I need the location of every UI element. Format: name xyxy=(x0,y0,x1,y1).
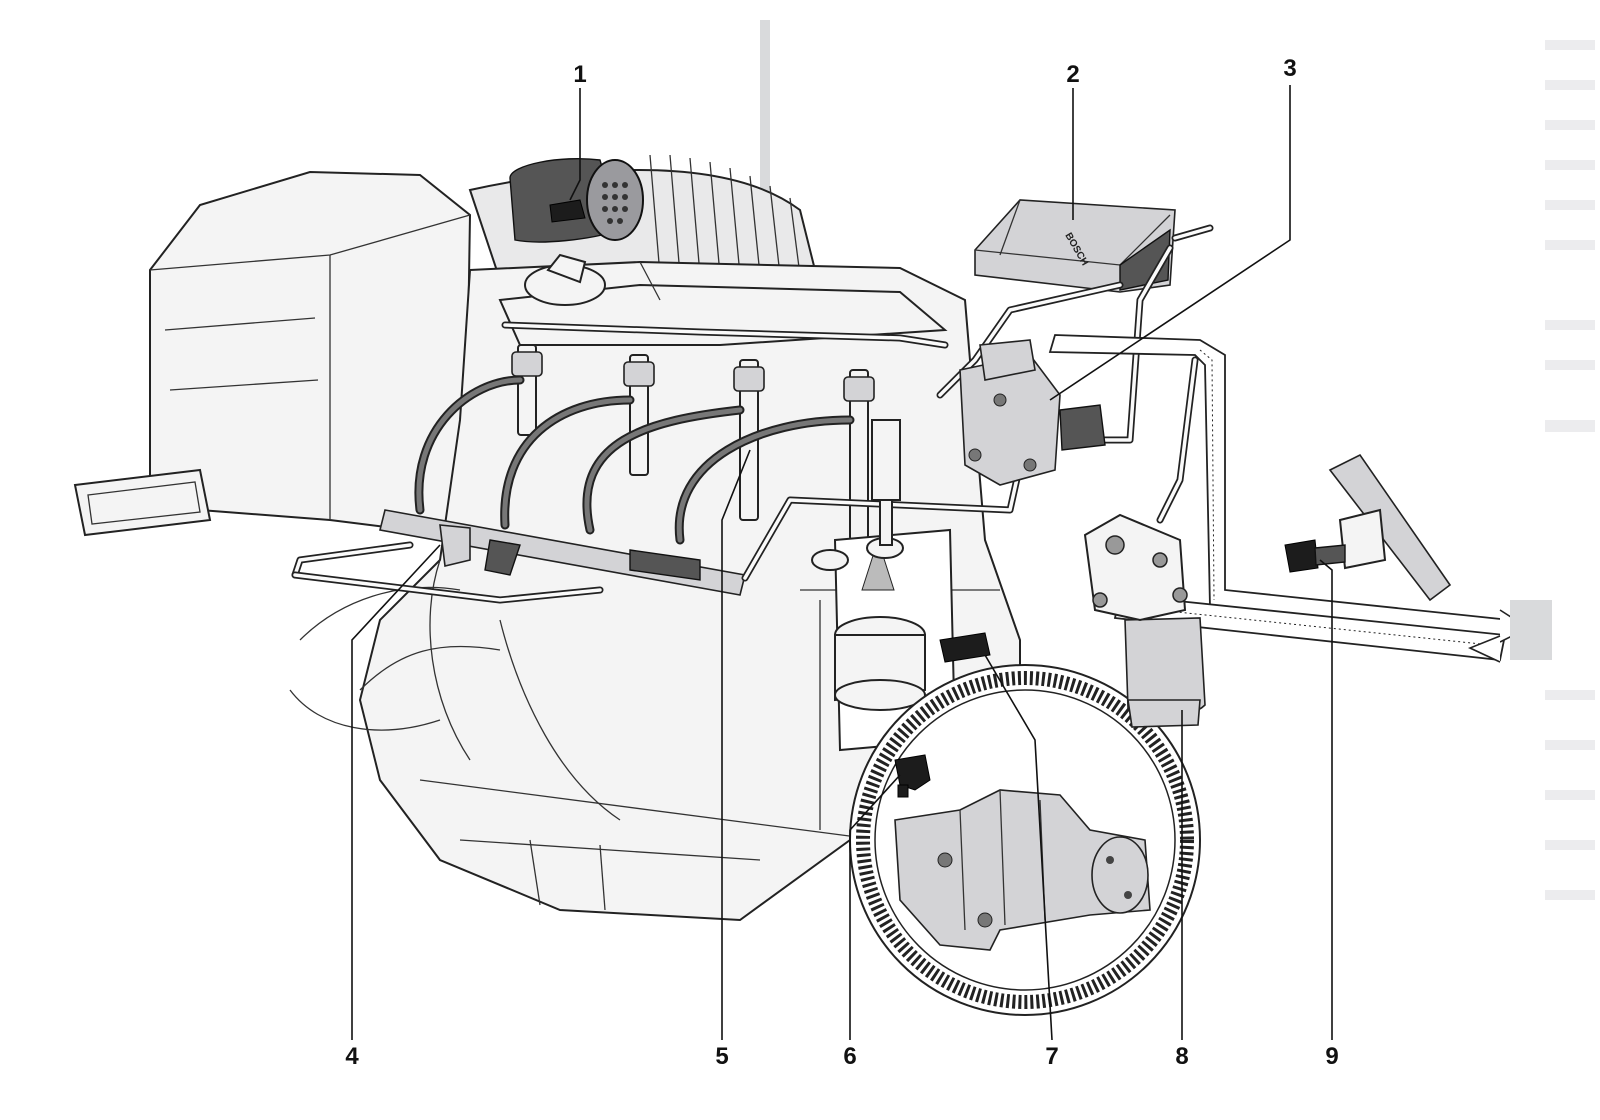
fuel-rail xyxy=(379,509,746,596)
callout-1: 1 xyxy=(573,61,586,88)
high-pressure-pump xyxy=(959,339,1106,486)
callout-4: 4 xyxy=(345,1043,359,1070)
air-mass-meter xyxy=(509,157,644,243)
leader-5 xyxy=(721,449,751,1040)
fuel-filter xyxy=(1083,356,1206,728)
engine-control-unit: BOSCH xyxy=(974,199,1176,293)
flow-arrow-in xyxy=(1467,635,1501,663)
fuel-tank-lines xyxy=(1048,334,1552,663)
fuel-return-line xyxy=(501,321,949,349)
crankshaft-speed-sensor xyxy=(894,754,931,798)
callout-5: 5 xyxy=(715,1043,728,1070)
leader-1 xyxy=(569,88,581,201)
injector xyxy=(623,354,655,476)
callout-3: 3 xyxy=(1283,55,1296,82)
starter-motor xyxy=(894,789,1151,951)
leader-7 xyxy=(984,654,1053,1041)
camshaft-position-sensor xyxy=(939,632,991,663)
callout-7: 7 xyxy=(1045,1043,1058,1070)
leader-4 xyxy=(351,544,441,1040)
callout-8: 8 xyxy=(1175,1043,1188,1070)
oil-filler-cap xyxy=(524,253,606,306)
ecu-wiring xyxy=(936,224,1214,444)
injector xyxy=(511,344,543,436)
callout-9: 9 xyxy=(1325,1043,1338,1070)
accelerator-pedal xyxy=(1284,453,1452,602)
leader-lines xyxy=(351,85,1333,1041)
callout-labels: 1 2 3 4 5 6 7 8 9 xyxy=(345,55,1338,1070)
callout-6: 6 xyxy=(843,1043,856,1070)
injectors xyxy=(511,344,875,541)
leader-6 xyxy=(849,774,901,1040)
leader-9 xyxy=(1319,559,1333,1040)
air-filter-housing xyxy=(73,170,472,537)
callout-2: 2 xyxy=(1066,61,1079,88)
high-pressure-lines xyxy=(414,375,855,545)
leader-3 xyxy=(1049,85,1291,401)
